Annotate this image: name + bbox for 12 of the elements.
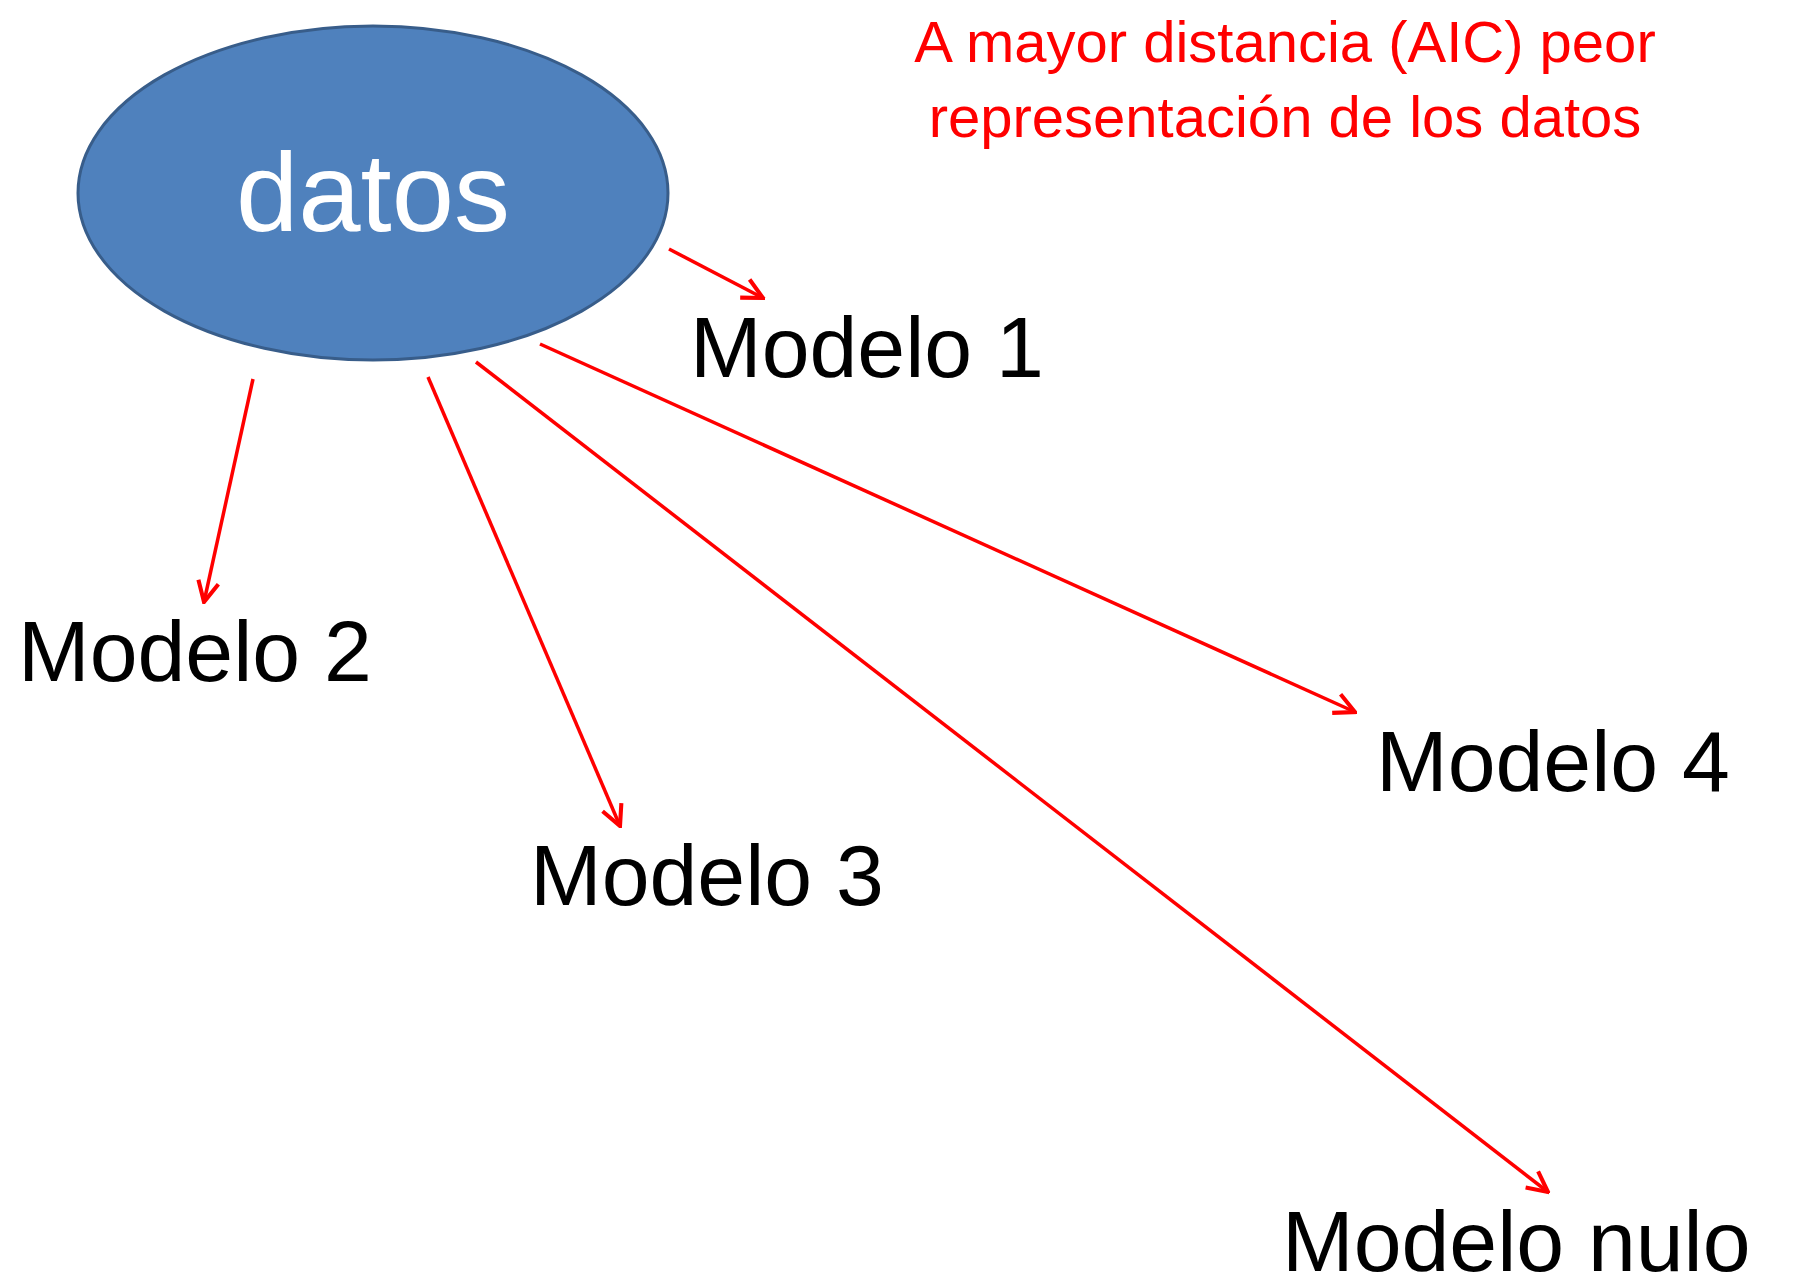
model-label: Modelo 4 — [1376, 718, 1730, 804]
arrow — [668, 247, 766, 301]
arrow — [426, 376, 624, 829]
node-label: datos — [236, 137, 510, 249]
model-label: Modelo nulo — [1282, 1198, 1751, 1284]
model-label: Modelo 3 — [530, 832, 884, 918]
model-label: Modelo 1 — [690, 304, 1044, 390]
arrow — [539, 342, 1358, 715]
arrow — [196, 378, 255, 605]
arrow — [474, 360, 1551, 1195]
annotation-text: A mayor distancia (AIC) peor representación de los datos — [913, 8, 1657, 152]
model-label: Modelo 2 — [18, 608, 372, 694]
